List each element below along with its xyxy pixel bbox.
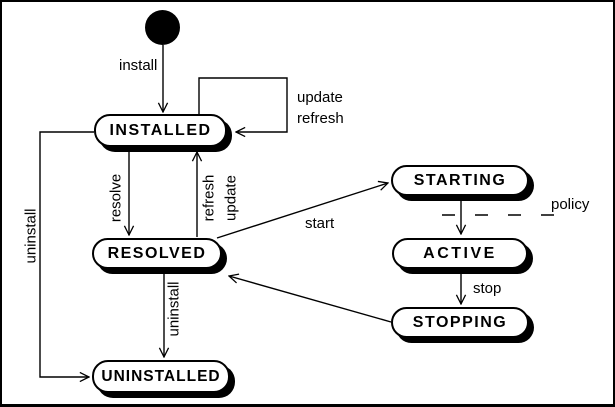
state-uninstalled-label: UNINSTALLED	[101, 367, 221, 385]
transition-label-refresh: refresh	[297, 110, 344, 127]
transition-label-stop: stop	[473, 280, 502, 297]
transition-label-resolve: resolve	[107, 173, 125, 223]
transition-label-uninstall-mid: uninstall	[165, 281, 183, 337]
state-installed-label: INSTALLED	[109, 121, 212, 139]
state-starting: STARTING	[391, 165, 529, 196]
transition-label-refresh-up: refresh	[200, 174, 218, 222]
transition-label-uninstall-left: uninstall	[22, 208, 40, 264]
state-uninstalled: UNINSTALLED	[92, 360, 230, 393]
transition-label-policy: policy	[551, 196, 590, 213]
transition-stopping-resolved-arrow	[229, 276, 392, 323]
transition-label-update-up: update	[222, 175, 240, 221]
state-stopping: STOPPING	[391, 307, 529, 338]
transition-label-install: install	[119, 57, 158, 74]
transition-uninstall-left-arrow	[39, 131, 94, 377]
state-active-label: ACTIVE	[423, 244, 497, 262]
initial-state-dot	[145, 10, 180, 45]
transition-start-arrow	[216, 183, 388, 239]
state-resolved-label: RESOLVED	[107, 244, 207, 262]
state-stopping-label: STOPPING	[412, 313, 508, 331]
state-resolved: RESOLVED	[92, 238, 222, 269]
state-active: ACTIVE	[392, 238, 528, 269]
state-starting-label: STARTING	[413, 171, 507, 189]
transition-label-update: update	[297, 89, 343, 106]
transition-label-start: start	[305, 215, 335, 232]
state-installed: INSTALLED	[94, 114, 227, 147]
